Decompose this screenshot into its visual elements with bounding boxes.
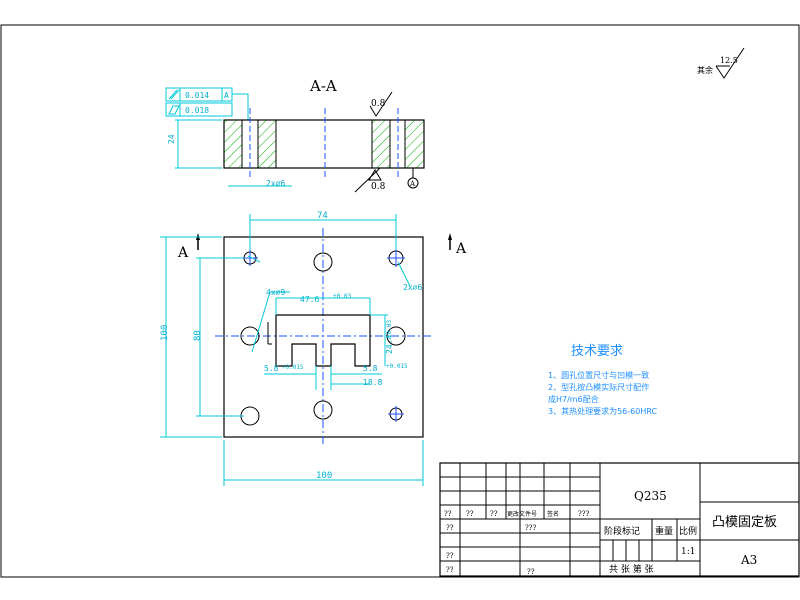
svg-text:签名: 签名 xyxy=(547,510,559,518)
hole-bc xyxy=(313,400,333,420)
section-title: A-A xyxy=(309,77,337,95)
dim-notch: 18.8 xyxy=(363,378,382,387)
svg-text:??: ?? xyxy=(444,510,452,518)
tech-heading: 技术要求 xyxy=(571,344,623,359)
sheet-border xyxy=(0,24,800,578)
hole-mr xyxy=(386,326,406,346)
dim-right-gap: 5.8 xyxy=(363,364,378,373)
plan-view: A A 74 4x⌀9 2x⌀6 xyxy=(160,211,467,486)
svg-text:??: ?? xyxy=(490,510,498,518)
dim-hole-tl: 4x⌀9 xyxy=(266,288,285,297)
dim-hole-tr: 2x⌀6 xyxy=(403,283,422,292)
datum-marker: A xyxy=(407,168,419,189)
hole-ml xyxy=(240,326,260,346)
tech-item-1: 1、圆孔位置尺寸与凹模一致 xyxy=(548,370,649,380)
tech-requirements: 技术要求 1、圆孔位置尺寸与凹模一致 2、型孔按凸模实际尺寸配作 成H7/m6配… xyxy=(548,344,658,416)
svg-text:A: A xyxy=(409,180,416,188)
title-block xyxy=(439,462,800,577)
dim-height-outer: 100 xyxy=(160,325,170,341)
title-block-text: Q235 凸模固定板 阶段标记 重量 比例 1:1 共 张 第 张 A3 ?? … xyxy=(444,489,777,576)
hole-tl xyxy=(242,250,258,266)
svg-text:0.8: 0.8 xyxy=(371,182,386,192)
svg-text:更改文件号: 更改文件号 xyxy=(507,510,537,518)
weight-label: 重量 xyxy=(655,525,673,537)
material: Q235 xyxy=(634,489,667,503)
section-height-dim: 24 xyxy=(167,134,176,144)
dim-slot-height: 24.4 xyxy=(385,335,394,354)
tolerance-frame-1: 0.014 A xyxy=(165,87,233,102)
tech-item-3: 3、其热处理要求为56-60HRC xyxy=(548,406,658,416)
svg-text:??: ?? xyxy=(466,510,474,518)
dim-height-inner: 80 xyxy=(193,330,203,341)
scale-label: 比例 xyxy=(679,525,697,537)
svg-text:???: ??? xyxy=(525,524,537,532)
dim-right-gap-tol: +0.015 xyxy=(386,363,408,370)
svg-text:12.5: 12.5 xyxy=(720,56,738,65)
dim-width-bottom: 100 xyxy=(316,471,332,481)
svg-text:??: ?? xyxy=(446,524,454,532)
svg-text:??: ?? xyxy=(446,552,454,560)
svg-text:??: ?? xyxy=(527,568,535,576)
hole-tr xyxy=(387,249,405,267)
svg-text:???: ??? xyxy=(578,510,590,518)
sheet-label: 共 张 第 张 xyxy=(609,563,654,575)
tolerance-1-value: 0.014 xyxy=(185,91,209,100)
dim-left-gap-tol: +0.015 xyxy=(282,364,304,371)
tolerance-frame-2: 0.018 xyxy=(165,102,233,117)
hole-br xyxy=(388,406,404,422)
surface-roughness-note: 其余 12.5 xyxy=(697,47,745,79)
dim-width-top: 74 xyxy=(317,211,328,221)
svg-text:其余: 其余 xyxy=(697,65,713,75)
tech-item-2b: 成H7/m6配合 xyxy=(548,394,599,404)
section-hole-dim: 2x⌀6 xyxy=(266,179,285,188)
svg-text:??: ?? xyxy=(446,566,454,574)
roughness-top: 0.8 xyxy=(369,91,393,117)
section-body xyxy=(223,119,425,169)
dim-slot-width: 47.6 xyxy=(300,295,319,304)
dim-slot-width-tol: +0.03 xyxy=(333,293,351,300)
part-name: 凸模固定板 xyxy=(712,515,777,530)
format: A3 xyxy=(740,553,757,567)
tolerance-2-value: 0.018 xyxy=(185,106,209,115)
stage-label: 阶段标记 xyxy=(604,525,640,537)
dim-left-gap: 5.8 xyxy=(264,364,279,373)
hole-tc xyxy=(313,252,333,272)
svg-text:0.8: 0.8 xyxy=(371,99,386,109)
cut-label-left: A xyxy=(177,245,189,261)
section-view: A-A 0.014 A 0.018 xyxy=(165,77,425,193)
cut-label-right: A xyxy=(455,241,467,257)
roughness-bottom: 0.8 xyxy=(354,167,386,193)
scale-value: 1:1 xyxy=(681,547,695,557)
tolerance-1-datum: A xyxy=(224,91,229,100)
tech-item-2a: 2、型孔按凸模实际尺寸配作 xyxy=(548,382,649,392)
dim-slot-height-tol: +0.03 xyxy=(386,320,393,338)
